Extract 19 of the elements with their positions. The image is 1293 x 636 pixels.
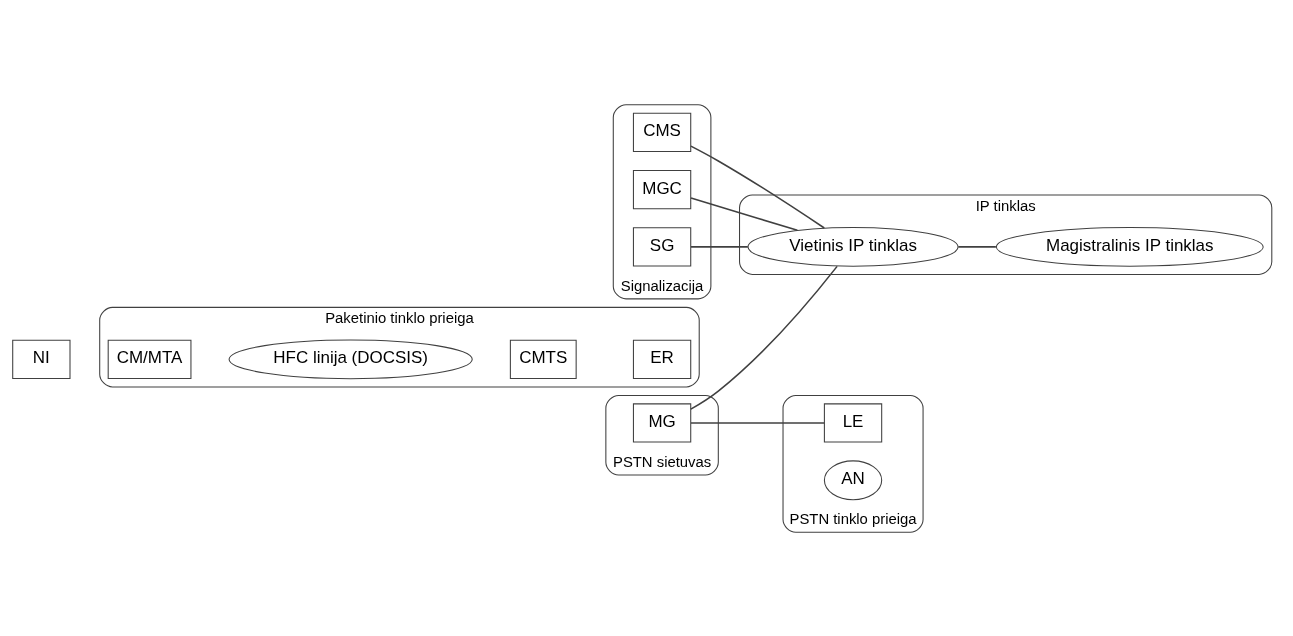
connector <box>957 245 997 248</box>
node-box: MG <box>632 402 692 443</box>
node-ellipse: Magistralinis IP tinklas <box>995 226 1264 267</box>
node-ellipse: AN <box>823 459 883 500</box>
node-box: CMTS <box>509 339 577 379</box>
node-box: LE <box>823 402 883 443</box>
node-box: CM/MTA <box>107 339 192 379</box>
connector <box>690 196 799 231</box>
node-box: CMS <box>632 112 692 152</box>
connector <box>690 245 749 248</box>
connector <box>690 144 826 229</box>
node-box: ER <box>632 339 692 379</box>
connector <box>690 421 826 424</box>
connector <box>690 265 838 410</box>
node-box: NI <box>12 339 71 379</box>
node-ellipse: HFC linija (DOCSIS) <box>228 338 473 379</box>
node-box: SG <box>632 226 692 266</box>
node-ellipse: Vietinis IP tinklas <box>747 226 959 267</box>
node-box: MGC <box>632 169 692 209</box>
